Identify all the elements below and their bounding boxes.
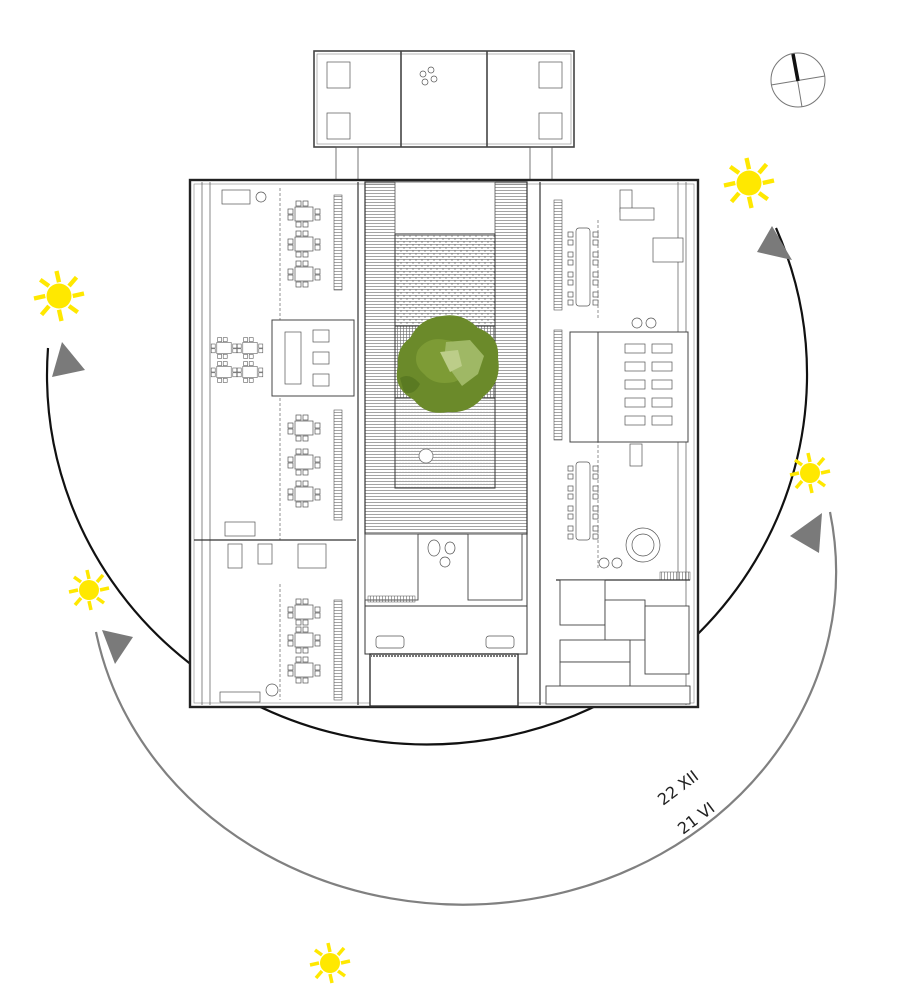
north-compass-icon <box>770 52 826 108</box>
winter-solstice-label: 22 XII <box>654 766 702 809</box>
arrow-west-icon <box>102 630 133 664</box>
arrow-northeast-icon <box>757 226 792 260</box>
sun-northwest-icon <box>34 271 84 321</box>
sun-northeast-icon <box>724 158 774 208</box>
sun-path-summer <box>45 227 809 746</box>
entrance-pavilion <box>313 50 575 183</box>
entrance-lobby <box>364 533 528 707</box>
sun-south-icon <box>308 941 352 985</box>
sun-path-winter <box>94 511 838 906</box>
sun-east-icon <box>788 451 832 495</box>
right-wing <box>539 182 691 705</box>
sun-west-icon <box>67 568 111 612</box>
arrow-northwest-icon <box>52 342 85 377</box>
left-wing <box>194 182 359 705</box>
arrow-east-icon <box>790 513 822 553</box>
courtyard-tree-icon <box>396 315 499 413</box>
